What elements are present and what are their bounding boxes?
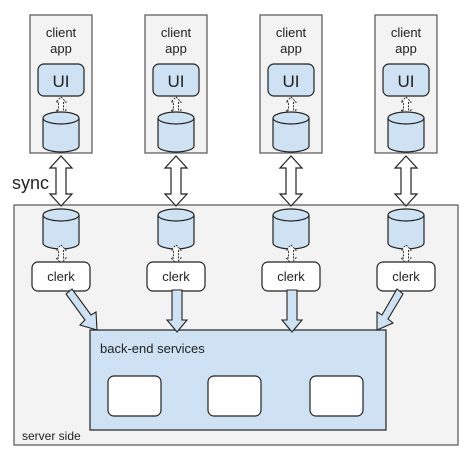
server-side-label: server side (22, 429, 81, 443)
client-app-title-line1: client (276, 25, 307, 40)
ui-box (382, 63, 430, 97)
clerk-arrow-1 (65, 288, 98, 331)
clients: clientappUIclerkclientappUIclerkclientap… (29, 14, 438, 292)
client-database-icon (42, 111, 80, 153)
clerk-arrow-4 (376, 288, 404, 331)
ui-label: UI (53, 72, 70, 91)
client-app-title-line2: app (280, 41, 302, 56)
service-box-2 (207, 375, 262, 417)
client-app-title-line2: app (50, 41, 72, 56)
sync-arrow-icon (49, 155, 73, 207)
clerk-to-backend-arrows (65, 288, 404, 333)
sync-label: sync (12, 173, 49, 193)
service-box-1 (107, 375, 162, 417)
server-database-icon (387, 208, 425, 250)
clerk-arrow-3 (280, 289, 304, 333)
clerk-label: clerk (277, 269, 305, 284)
ui-box (267, 63, 315, 97)
sync-arrow-icon (394, 155, 418, 207)
clerk-label: clerk (47, 269, 75, 284)
ui-label: UI (168, 72, 185, 91)
client-app-title-line1: client (46, 25, 77, 40)
server-database-icon (42, 208, 80, 250)
server-database-icon (272, 208, 310, 250)
sync-arrow-icon (279, 155, 303, 207)
sync-arrow-icon (164, 155, 188, 207)
client-database-icon (272, 111, 310, 153)
clerk-arrow-2 (165, 289, 189, 333)
service-box-3 (309, 375, 364, 417)
ui-label: UI (398, 72, 415, 91)
ui-label: UI (283, 72, 300, 91)
ui-box (37, 63, 85, 97)
client-app-title-line2: app (165, 41, 187, 56)
client-app-title-line1: client (161, 25, 192, 40)
client-app-title-line2: app (395, 41, 417, 56)
client-database-icon (387, 111, 425, 153)
backend-services-label: back-end services (100, 341, 205, 356)
client-database-icon (157, 111, 195, 153)
clerk-label: clerk (392, 269, 420, 284)
client-app-title-line1: client (391, 25, 422, 40)
clerk-label: clerk (162, 269, 190, 284)
clerk-box (376, 261, 436, 292)
clerk-box (31, 261, 91, 292)
server-database-icon (157, 208, 195, 250)
ui-box (152, 63, 200, 97)
service-boxes (107, 375, 364, 417)
